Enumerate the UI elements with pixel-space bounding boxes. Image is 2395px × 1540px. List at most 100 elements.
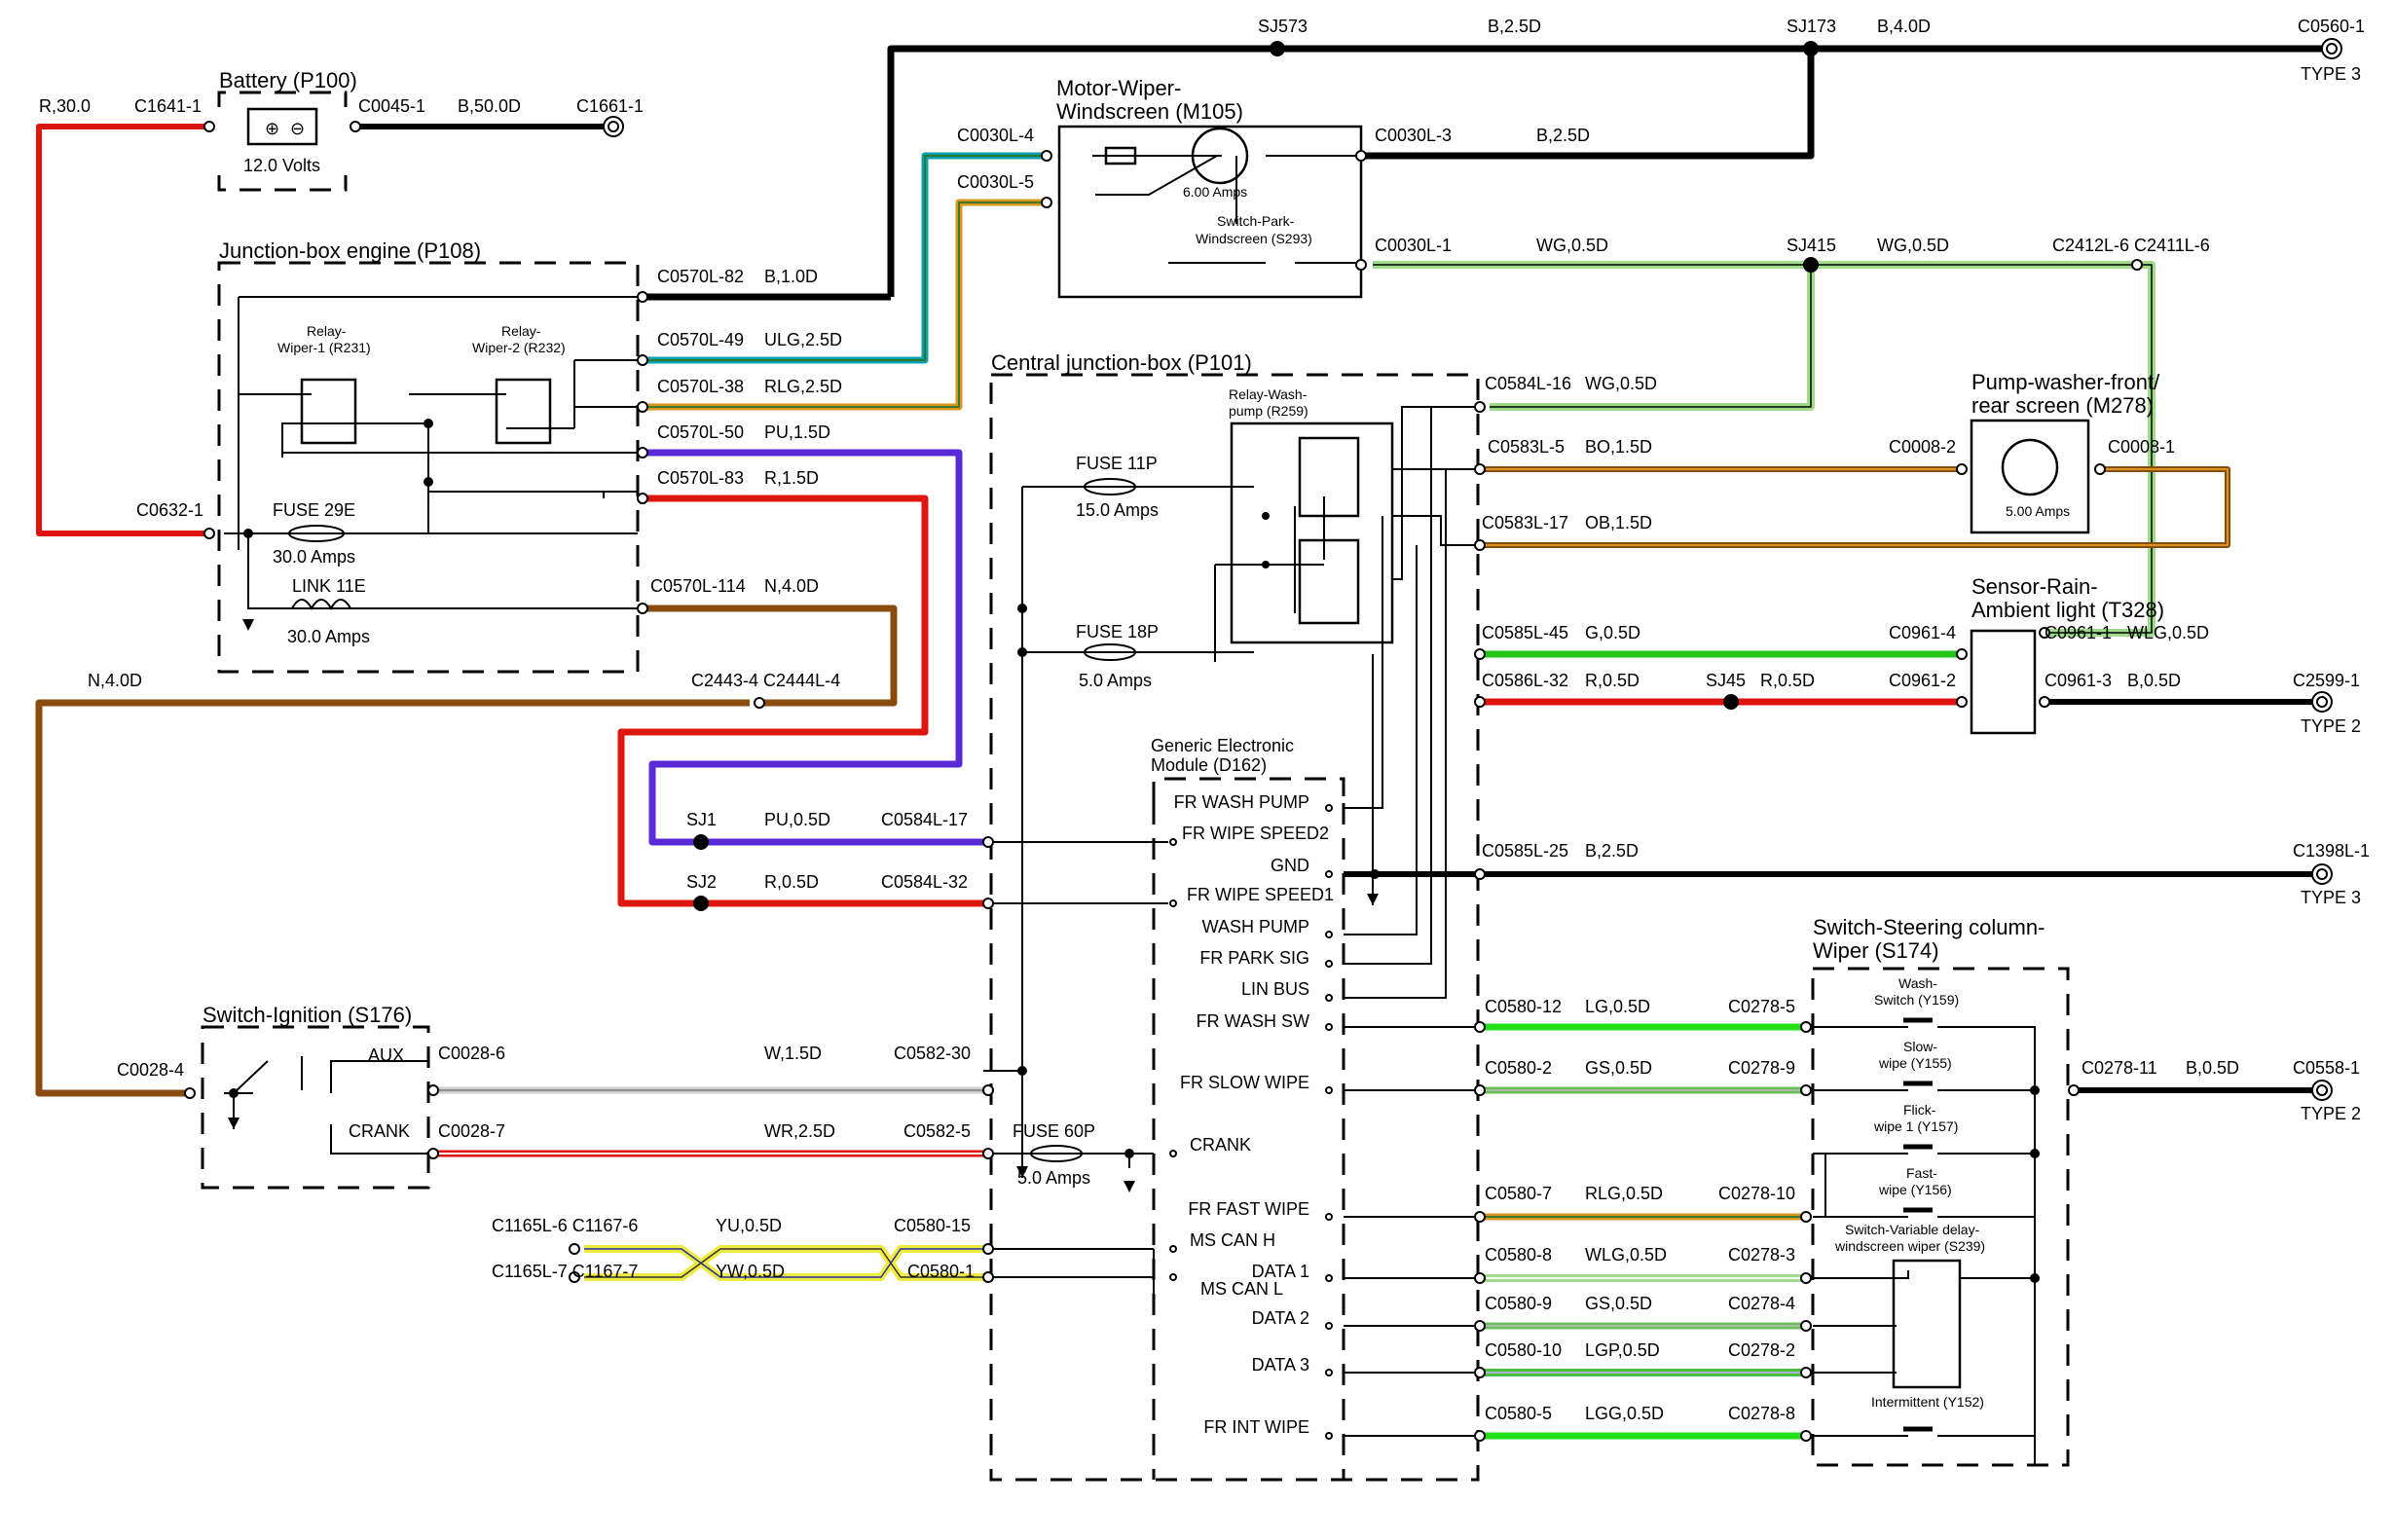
gem-pin: FR WASH PUMP bbox=[1174, 792, 1309, 812]
svg-text:B,2.5D: B,2.5D bbox=[1536, 126, 1590, 145]
text-labels: Battery (P100) 12.0 Volts Junction-box e… bbox=[39, 17, 2370, 1437]
wire-labels: SJ573 B,2.5D SJ173 B,4.0D C0560-1 TYPE 3… bbox=[39, 17, 2370, 1423]
gem-pin: FR WASH SW bbox=[1197, 1011, 1309, 1031]
gem-pin: MS CAN H bbox=[1190, 1230, 1275, 1250]
svg-text:B,50.0D: B,50.0D bbox=[458, 96, 521, 116]
svg-text:rear screen (M278): rear screen (M278) bbox=[1971, 393, 2154, 418]
svg-text:PU,0.5D: PU,0.5D bbox=[764, 810, 830, 829]
svg-text:C0008-2: C0008-2 bbox=[1889, 437, 1956, 457]
gem-pin: GND bbox=[1271, 856, 1309, 875]
relay-wash-box bbox=[1230, 422, 1394, 644]
svg-text:C0580-8: C0580-8 bbox=[1485, 1245, 1552, 1265]
svg-text:C0580-1: C0580-1 bbox=[907, 1262, 975, 1281]
component-outlines bbox=[201, 91, 2090, 1482]
gem-pin: DATA 1 bbox=[1252, 1262, 1309, 1281]
svg-text:C0584L-17: C0584L-17 bbox=[881, 810, 968, 829]
svg-text:N,4.0D: N,4.0D bbox=[764, 576, 819, 596]
svg-text:C0632-1: C0632-1 bbox=[136, 500, 203, 520]
gem-pin: FR PARK SIG bbox=[1199, 948, 1309, 968]
fuse60p-icon bbox=[1030, 1145, 1083, 1162]
svg-text:C0278-2: C0278-2 bbox=[1728, 1340, 1795, 1360]
gem-pin: FR FAST WIPE bbox=[1188, 1199, 1309, 1219]
svg-text:LGG,0.5D: LGG,0.5D bbox=[1585, 1404, 1664, 1423]
svg-text:R,0.5D: R,0.5D bbox=[764, 872, 819, 892]
svg-text:C0961-1: C0961-1 bbox=[2045, 623, 2112, 642]
gem-pin: FR WIPE SPEED2 bbox=[1182, 824, 1329, 843]
svg-text:Wiper-1 (R231): Wiper-1 (R231) bbox=[277, 340, 371, 355]
gem-pin: DATA 2 bbox=[1252, 1308, 1309, 1328]
svg-text:TYPE 2: TYPE 2 bbox=[2301, 716, 2361, 736]
svg-text:C0585L-45: C0585L-45 bbox=[1482, 623, 1568, 642]
svg-text:C0028-7: C0028-7 bbox=[438, 1121, 505, 1141]
svg-text:C0008-1: C0008-1 bbox=[2108, 437, 2175, 457]
svg-text:C0583L-5: C0583L-5 bbox=[1488, 437, 1565, 457]
motor-resistor-icon bbox=[1104, 146, 1137, 165]
svg-text:C0570L-114: C0570L-114 bbox=[650, 576, 746, 596]
svg-text:Fast-: Fast- bbox=[1906, 1165, 1937, 1181]
dot-sj1 bbox=[693, 834, 709, 850]
wire-n40-left bbox=[35, 699, 750, 1097]
svg-text:FUSE 18P: FUSE 18P bbox=[1076, 622, 1159, 642]
pump-motor-icon bbox=[2001, 438, 2059, 496]
svg-text:OB,1.5D: OB,1.5D bbox=[1585, 513, 1652, 532]
battery-cell bbox=[246, 107, 318, 146]
svg-text:C0570L-82: C0570L-82 bbox=[657, 267, 744, 286]
battery-minus: ⊖ bbox=[290, 119, 305, 138]
svg-text:R,30.0: R,30.0 bbox=[39, 96, 91, 116]
svg-text:C0028-6: C0028-6 bbox=[438, 1044, 505, 1063]
wire-r15 bbox=[617, 495, 983, 907]
svg-text:C0278-11: C0278-11 bbox=[2082, 1058, 2157, 1078]
gem-pin: FR INT WIPE bbox=[1203, 1417, 1309, 1437]
svg-text:SJ1: SJ1 bbox=[686, 810, 717, 829]
svg-text:C1398L-1: C1398L-1 bbox=[2293, 841, 2370, 861]
splice-dots bbox=[229, 41, 2040, 1283]
fuse11p-icon bbox=[1084, 478, 1136, 495]
svg-text:C1165L-6 C1167-6: C1165L-6 C1167-6 bbox=[492, 1216, 638, 1235]
svg-text:B,4.0D: B,4.0D bbox=[1877, 17, 1931, 36]
svg-text:Wash-: Wash- bbox=[1898, 975, 1937, 991]
wire-r30 bbox=[36, 124, 209, 536]
svg-text:15.0 Amps: 15.0 Amps bbox=[1076, 500, 1159, 520]
battery-plus: ⊕ bbox=[265, 119, 279, 138]
sensor-box bbox=[1970, 629, 2037, 735]
svg-text:SJ45: SJ45 bbox=[1706, 671, 1746, 690]
svg-text:C0580-2: C0580-2 bbox=[1485, 1058, 1552, 1078]
svg-text:WG,0.5D: WG,0.5D bbox=[1585, 374, 1657, 393]
dot-sj45 bbox=[1723, 694, 1739, 710]
svg-text:30.0 Amps: 30.0 Amps bbox=[287, 627, 370, 646]
svg-text:Wiper-2 (R232): Wiper-2 (R232) bbox=[472, 340, 566, 355]
svg-text:C1661-1: C1661-1 bbox=[576, 96, 644, 116]
dot-sj173 bbox=[1803, 41, 1819, 56]
svg-text:C0030L-3: C0030L-3 bbox=[1375, 126, 1452, 145]
svg-text:C0584L-32: C0584L-32 bbox=[881, 872, 968, 892]
wire-b25-motor bbox=[1361, 49, 1815, 160]
svg-text:B,2.5D: B,2.5D bbox=[1585, 841, 1639, 861]
svg-text:B,0.5D: B,0.5D bbox=[2186, 1058, 2239, 1078]
relay-wash-upper-icon bbox=[1298, 436, 1360, 518]
motor-title: Motor-Wiper- bbox=[1056, 76, 1181, 100]
gem-pin: FR WIPE SPEED1 bbox=[1187, 885, 1334, 904]
svg-text:Windscreen (S293): Windscreen (S293) bbox=[1196, 231, 1312, 246]
svg-text:Switch (Y159): Switch (Y159) bbox=[1874, 992, 1959, 1008]
svg-text:C0558-1: C0558-1 bbox=[2293, 1058, 2360, 1078]
svg-text:ULG,2.5D: ULG,2.5D bbox=[764, 330, 842, 349]
svg-text:LG,0.5D: LG,0.5D bbox=[1585, 997, 1650, 1016]
gem-pin: WASH PUMP bbox=[1202, 917, 1309, 936]
svg-text:G,0.5D: G,0.5D bbox=[1585, 623, 1640, 642]
dot-sj415 bbox=[1803, 257, 1819, 273]
svg-text:C0030L-1: C0030L-1 bbox=[1375, 236, 1452, 255]
relay1-icon bbox=[300, 378, 357, 445]
svg-text:6.00 Amps: 6.00 Amps bbox=[1183, 184, 1247, 200]
svg-text:WLG,0.5D: WLG,0.5D bbox=[1585, 1245, 1667, 1265]
svg-text:C0961-4: C0961-4 bbox=[1889, 623, 1956, 642]
dot-sj2 bbox=[693, 896, 709, 911]
svg-text:C2599-1: C2599-1 bbox=[2293, 671, 2360, 690]
wire-pu bbox=[643, 449, 983, 846]
svg-text:YW,0.5D: YW,0.5D bbox=[716, 1262, 785, 1281]
svg-text:C0570L-83: C0570L-83 bbox=[657, 468, 744, 488]
svg-text:Windscreen (M105): Windscreen (M105) bbox=[1056, 99, 1243, 124]
svg-text:Flick-: Flick- bbox=[1903, 1102, 1936, 1118]
svg-text:C0570L-38: C0570L-38 bbox=[657, 377, 744, 396]
svg-text:PU,1.5D: PU,1.5D bbox=[764, 422, 830, 442]
